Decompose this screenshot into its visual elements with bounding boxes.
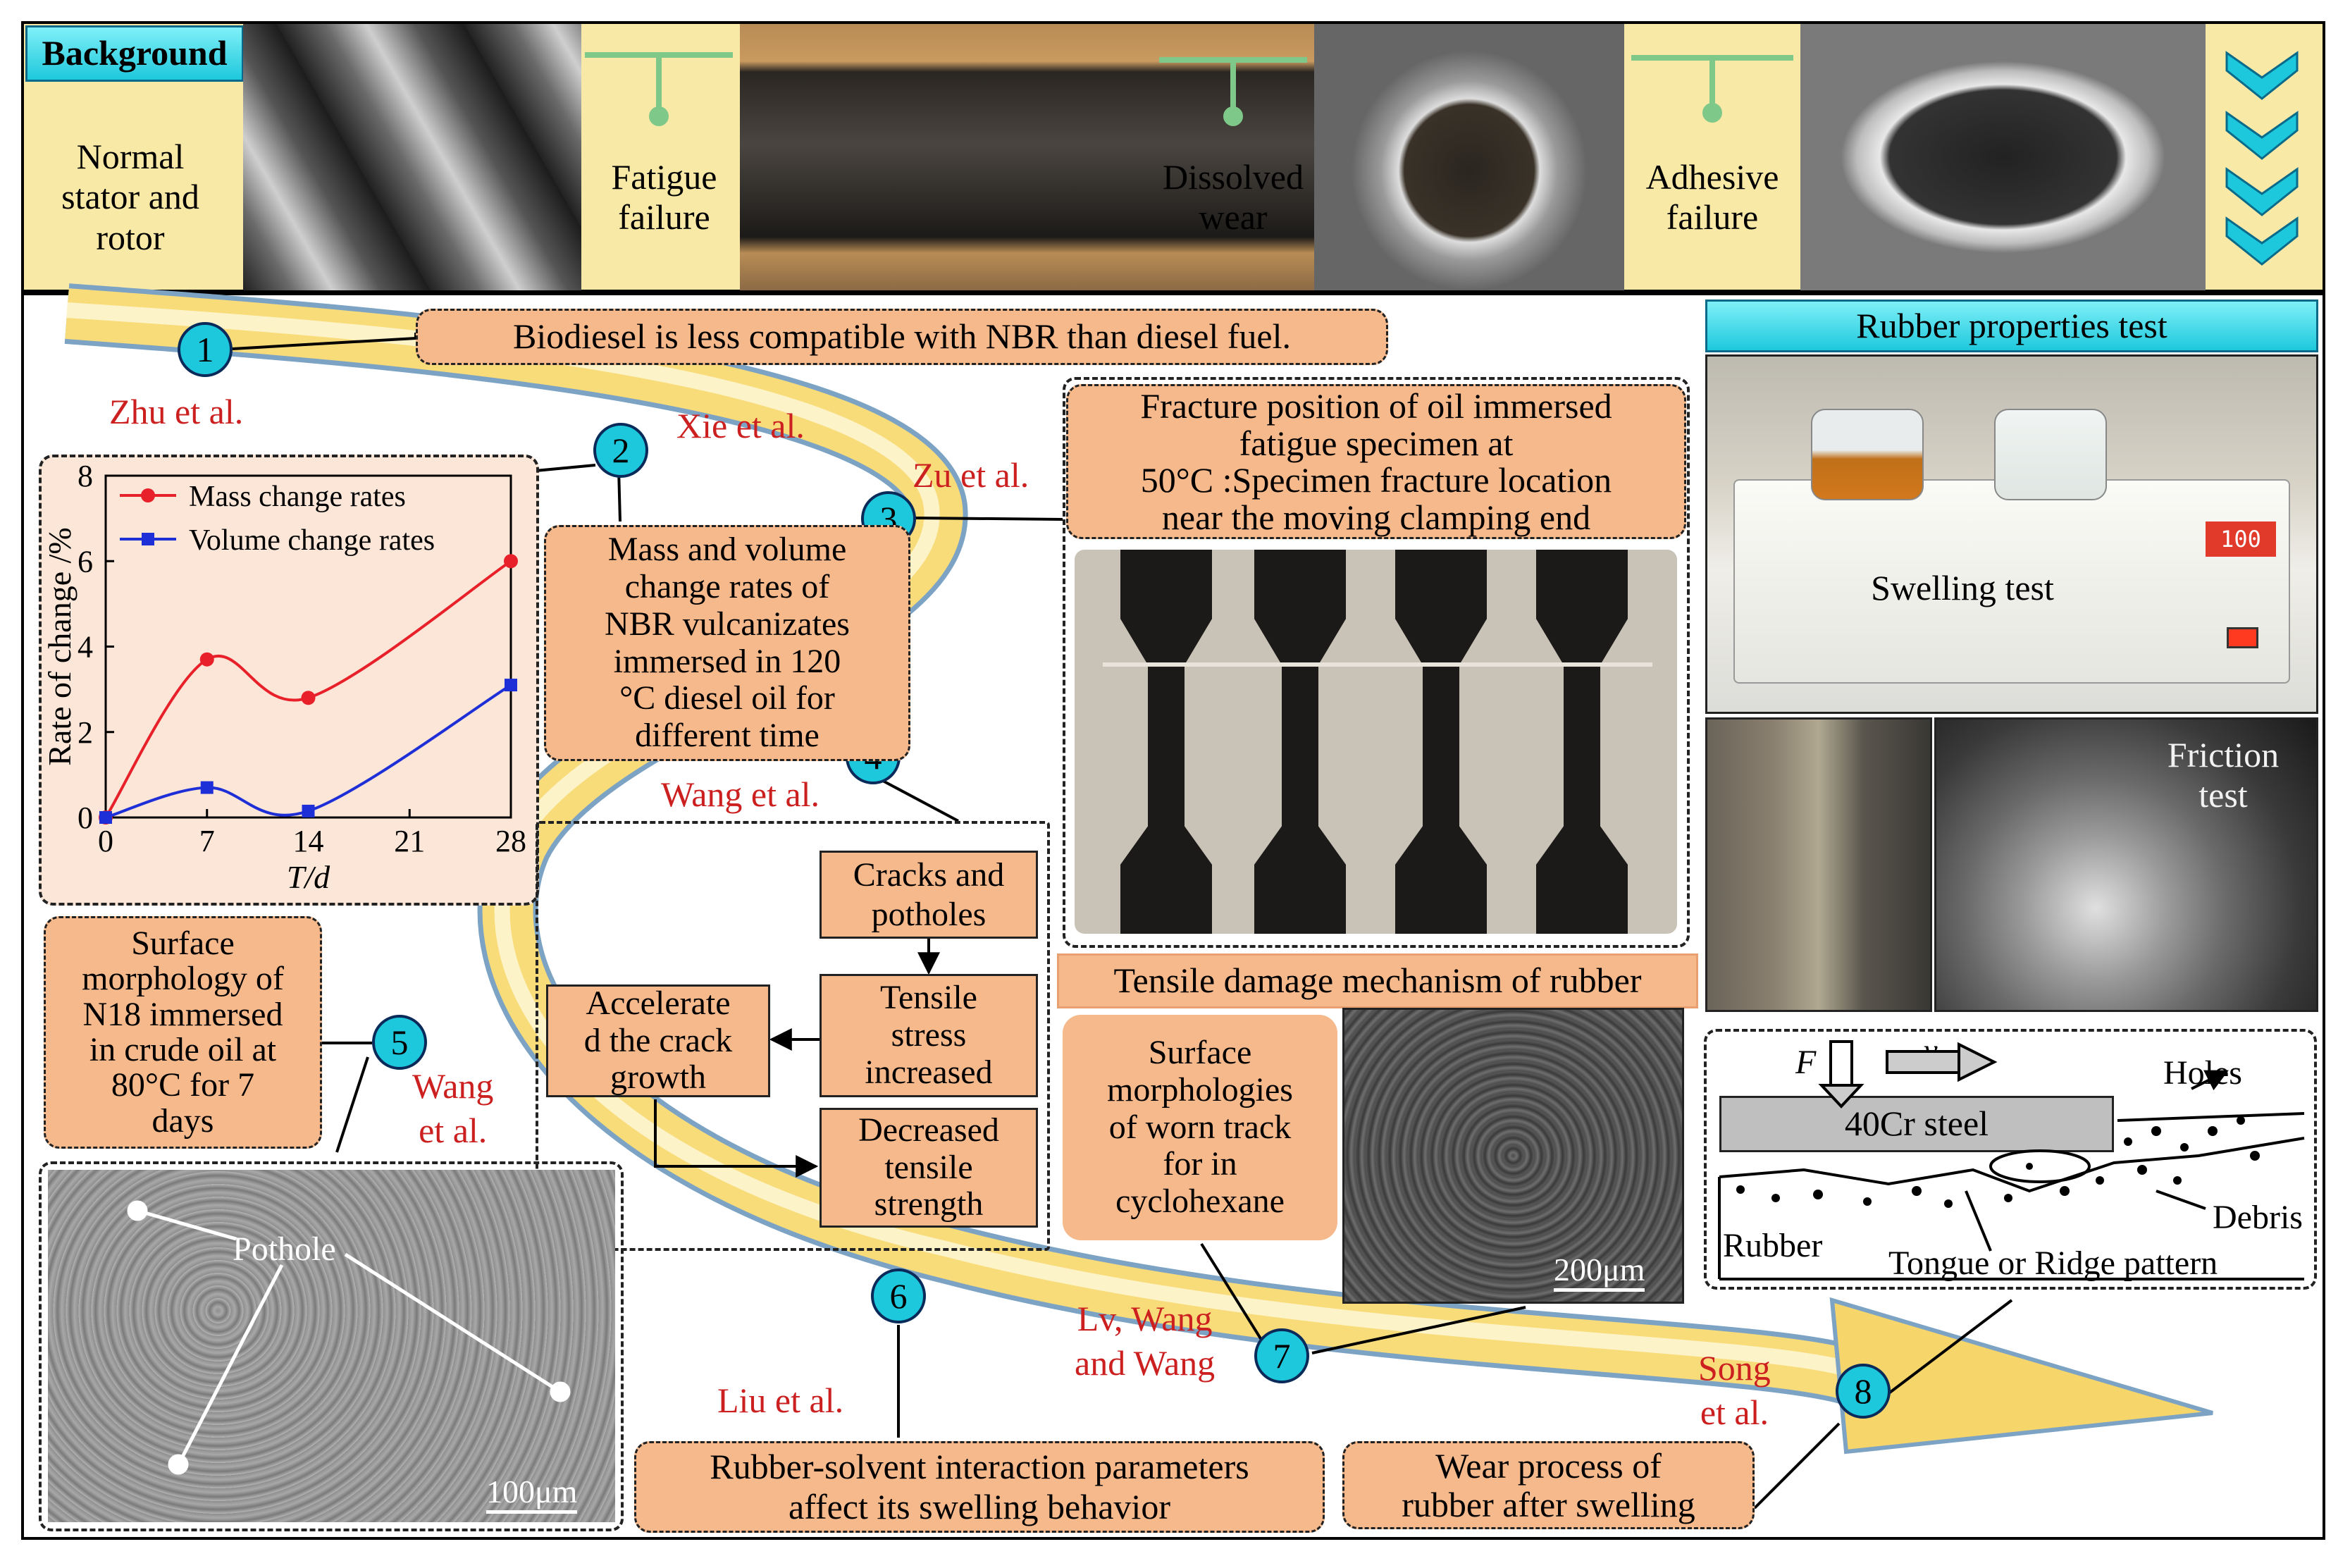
tensile-machine-photo [1705,717,1932,1012]
chevron-down-icon [2225,51,2299,100]
x-tick-label: 7 [199,824,215,858]
orange-jar [1811,409,1924,500]
author-xie: Xie et al. [676,406,805,445]
x-tick-label: 21 [394,824,425,858]
fracture-line [1103,662,1652,667]
normal-stator-label: Normal stator and rotor [61,136,199,257]
holes-label: Holes [2163,1054,2242,1092]
swelling-test-label: Swelling test [1871,568,2054,608]
node-1: 1 [178,322,233,377]
y-tick-label: 4 [78,630,93,665]
fatigue-failure-photo [740,24,1314,290]
force-label: F [1795,1044,1817,1081]
data-point [200,781,214,794]
friction-test-photo [1934,717,2318,1012]
chevron-down-icon [2225,216,2299,266]
box-surface-n18: Surface morphology of N18 immersed in cr… [44,916,322,1149]
debris-label: Debris [2213,1199,2303,1236]
dissolved-wear-label: Dissolved wear [1163,156,1304,237]
adhesive-failure-photo [1800,24,2206,290]
chevron-down-icon [2225,111,2299,160]
adhesive-failure-label: Adhesive failure [1645,156,1779,237]
author-wang-2: Wang et al. [412,1066,494,1150]
box-fracture-position: Fracture position of oil immersed fatigu… [1066,384,1686,539]
x-axis-label: T/d [287,859,330,895]
x-tick-label: 14 [293,824,324,858]
data-point [99,811,112,824]
box-tensile-damage: Tensile damage mechanism of rubber [1057,953,1698,1008]
flow-tensile-stress: Tensile stress increased [820,974,1038,1097]
x-tick-label: 28 [495,824,526,858]
legend-label: Volume change rates [189,524,435,557]
sem-box-1 [39,1161,624,1531]
scale-bar-100: 100μm [486,1473,578,1514]
legend-marker [142,533,154,545]
chevron-down-icon [2225,167,2299,216]
y-tick-label: 0 [78,801,93,835]
box-worn-track: Surface morphologies of worn track for i… [1063,1015,1337,1240]
box-wear-process: Wear process of rubber after swelling [1342,1441,1755,1529]
background-badge: Background [25,25,244,82]
series-line-1 [104,560,512,819]
fatigue-specimen-photo [1075,550,1677,934]
y-axis-label: Rate of change /% [42,527,78,765]
flow-cracks-potholes: Cracks and potholes [820,851,1038,939]
data-point [504,554,518,569]
rubber-label: Rubber [1723,1227,1823,1264]
box-rubber-solvent: Rubber-solvent interaction parameters af… [634,1441,1325,1533]
y-tick-label: 6 [78,544,93,579]
node-6: 6 [871,1268,926,1323]
node-8: 8 [1836,1364,1891,1419]
rubber-properties-header: Rubber properties test [1705,300,2318,352]
legend-marker [141,488,155,502]
author-liu: Liu et al. [717,1381,844,1420]
sem-image-1 [48,1170,615,1522]
wear-schematic-box [1704,1029,2317,1290]
box-biodiesel: Biodiesel is less compatible with NBR th… [416,309,1388,365]
power-indicator [2227,627,2258,648]
chart-panel [39,455,539,906]
legend-label: Mass change rates [189,481,406,513]
tongue-ridge-label: Tongue or Ridge pattern [1888,1245,2218,1282]
fatigue-failure-label: Fatigue failure [611,156,717,237]
box-mass-volume: Mass and volume change rates of NBR vulc… [544,525,910,761]
y-tick-label: 2 [78,715,93,750]
author-song: Song et al. [1698,1348,1771,1432]
dissolved-wear-photo [1314,24,1624,290]
author-zu: Zu et al. [913,455,1029,495]
data-point [302,804,315,817]
swelling-bath-body [1733,479,2290,684]
pothole-label: Pothole [233,1230,336,1268]
data-point [199,652,214,667]
friction-test-label: Friction test [2167,734,2280,815]
node-7: 7 [1254,1328,1309,1383]
clear-jar [1994,409,2107,500]
steel-block: 40Cr steel [1719,1096,2114,1152]
data-point [301,691,316,705]
scale-bar-200: 200μm [1554,1251,1645,1292]
fatigue-specimen-box [1063,377,1690,948]
y-tick-label: 8 [78,459,93,493]
flowchart-box [536,821,1050,1251]
sem-image-2 [1342,1008,1684,1304]
x-tick-label: 0 [98,824,113,858]
author-wang-1: Wang et al. [661,774,820,814]
rotor-photo [243,24,581,290]
series-line-2 [105,684,512,819]
flow-accelerated-growth: Accelerate d the crack growth [546,984,770,1097]
flow-decreased-strength: Decreased tensile strength [820,1108,1038,1228]
temperature-display: 100 [2206,521,2276,557]
node-2: 2 [593,423,648,478]
author-zhu: Zhu et al. [109,392,244,431]
node-5: 5 [372,1015,427,1070]
data-point [505,679,517,692]
author-lv-wang: Lv, Wang and Wang [1075,1299,1216,1383]
